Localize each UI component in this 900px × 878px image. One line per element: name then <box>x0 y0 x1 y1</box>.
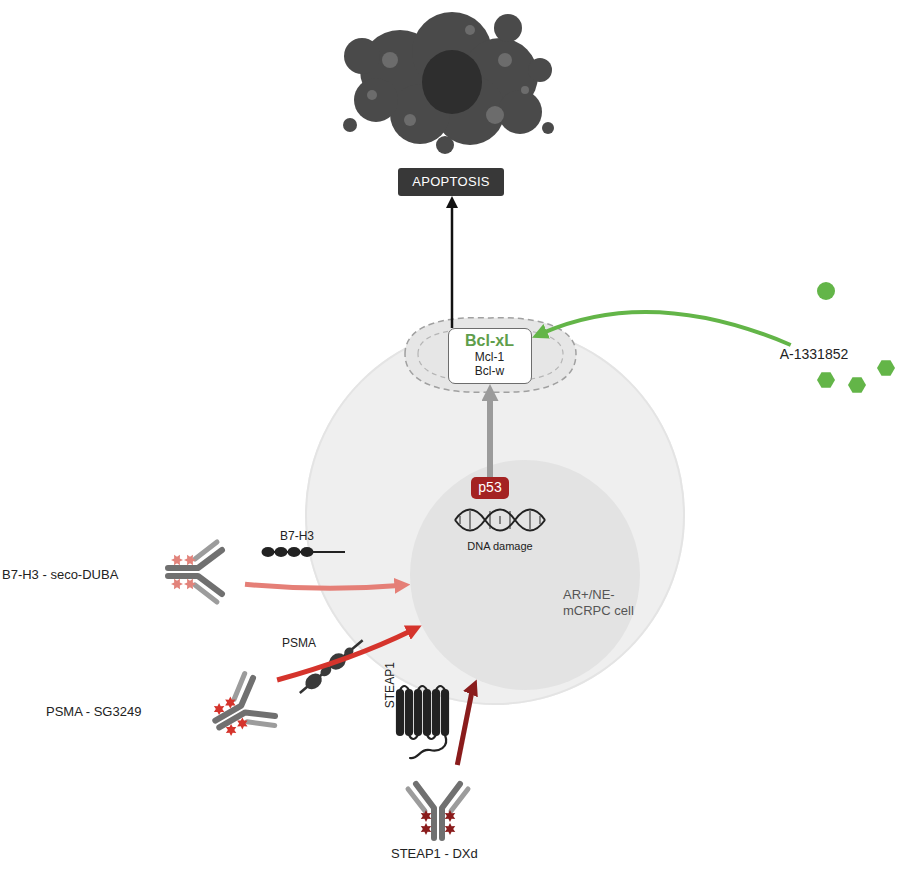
apoptotic-cell <box>360 30 440 110</box>
b7h3-adc <box>168 542 222 602</box>
psma-antigen <box>318 664 333 679</box>
node-text: p53 <box>471 479 509 496</box>
steap1-antigen <box>415 690 421 735</box>
apoptotic-cell <box>390 84 450 144</box>
arrow-connector <box>245 584 399 588</box>
apoptotic-cell <box>343 118 357 132</box>
apoptotic-cell <box>367 25 529 126</box>
apoptotic-cell <box>344 38 380 74</box>
psma-adc <box>202 671 279 750</box>
psma-adc <box>202 671 279 750</box>
apoptotic-cell <box>422 50 482 114</box>
apoptotic-cell <box>498 90 542 134</box>
adc-label: STEAP1 - DXd <box>385 765 510 865</box>
apoptotic-cell <box>528 58 552 82</box>
steap1-antigen <box>397 690 403 735</box>
p53-box: p53 <box>471 477 509 499</box>
apoptotic-cell <box>382 52 398 68</box>
inhibitor-molecules <box>877 360 895 376</box>
cell-body: AR+/NE- mCRPC cell Bcl-xLMcl-1Bcl-wDNA da… <box>305 325 685 705</box>
arrow-connector <box>451 204 454 328</box>
apoptotic-cell <box>354 78 398 122</box>
drug-label: A-1331852 <box>768 345 860 365</box>
psma-antigen <box>302 670 325 692</box>
steap1-adc <box>445 810 455 822</box>
inhibitor-molecules <box>817 282 835 300</box>
apoptotic-cell <box>521 86 529 94</box>
steap1-antigen <box>406 690 412 735</box>
apoptotic-cell <box>343 12 554 154</box>
adc-label: PSMA - SG3249 <box>40 680 295 740</box>
apoptotic-cell <box>494 14 522 42</box>
arrow-connector <box>457 690 472 765</box>
node-text: Bcl-w <box>449 364 530 378</box>
b7h3-adc <box>168 542 222 602</box>
inhibitor-molecules <box>817 282 895 393</box>
node-text: AR+/NE- mCRPC cell <box>563 587 643 619</box>
steap1-adc <box>421 810 431 822</box>
arrow-connector <box>277 631 412 681</box>
node-text: APOPTOSIS <box>398 174 504 190</box>
outcome-box: APOPTOSIS <box>398 168 504 196</box>
antigen-label: STEAP1 <box>383 660 397 710</box>
node-text: B7-H3 - seco-DUBA <box>2 567 152 583</box>
node-text: STEAP1 - DXd <box>391 846 506 862</box>
psma-adc <box>211 702 227 717</box>
apoptotic-cell <box>412 12 492 92</box>
inhibitor-molecules <box>848 377 866 393</box>
bcl-protein-box: Bcl-xLMcl-1Bcl-w <box>448 328 532 384</box>
apoptotic-cell <box>367 90 377 100</box>
steap1-antigen <box>410 735 446 758</box>
adc-label: B7-H3 - seco-DUBA <box>0 540 245 605</box>
nucleus: DNA damage p53 <box>410 460 640 690</box>
apoptotic-cell <box>435 75 505 145</box>
apoptotic-cell <box>343 12 554 154</box>
psma-antigen <box>326 650 349 673</box>
apoptotic-cell <box>436 136 454 154</box>
psma-antigen <box>342 646 355 659</box>
b7h3-antigen <box>288 547 301 557</box>
steap1-antigen <box>433 690 439 735</box>
steap1-antigen <box>424 690 430 735</box>
steap1-adc <box>421 823 431 835</box>
psma-adc <box>235 716 251 731</box>
node-text: Bcl-xL <box>449 331 530 350</box>
steap1-adc <box>408 784 468 838</box>
node-text: PSMA - SG3249 <box>46 704 186 720</box>
apoptotic-cell <box>542 122 554 134</box>
antigen-label: PSMA <box>282 636 322 650</box>
b7h3-adc <box>171 579 183 589</box>
apoptotic-cell <box>465 25 475 35</box>
b7h3-antigen <box>262 547 275 557</box>
node-text: Mcl-1 <box>449 350 530 364</box>
b7h3-adc <box>184 555 196 565</box>
inhibitor-molecules <box>817 372 835 388</box>
steap1-adc <box>445 823 455 835</box>
apoptotic-cell <box>498 53 512 67</box>
apoptotic-cell <box>404 114 416 126</box>
apoptotic-cell <box>486 106 504 124</box>
node-text: DNA damage <box>460 540 540 553</box>
b7h3-antigen <box>275 547 288 557</box>
steap1-adc <box>408 784 468 838</box>
b7h3-adc <box>184 579 196 589</box>
psma-adc <box>223 695 239 710</box>
arrow-connector <box>542 312 790 345</box>
steap1-antigen <box>400 686 409 690</box>
psma-adc <box>223 722 239 737</box>
steap1-antigen <box>409 735 418 739</box>
node-text: A-1331852 <box>768 346 860 363</box>
b7h3-adc <box>171 555 183 565</box>
arrow-connector <box>487 396 493 477</box>
antigen-label: B7-H3 <box>280 529 330 543</box>
apoptotic-cell <box>462 38 538 114</box>
steap1-antigen <box>427 735 436 739</box>
